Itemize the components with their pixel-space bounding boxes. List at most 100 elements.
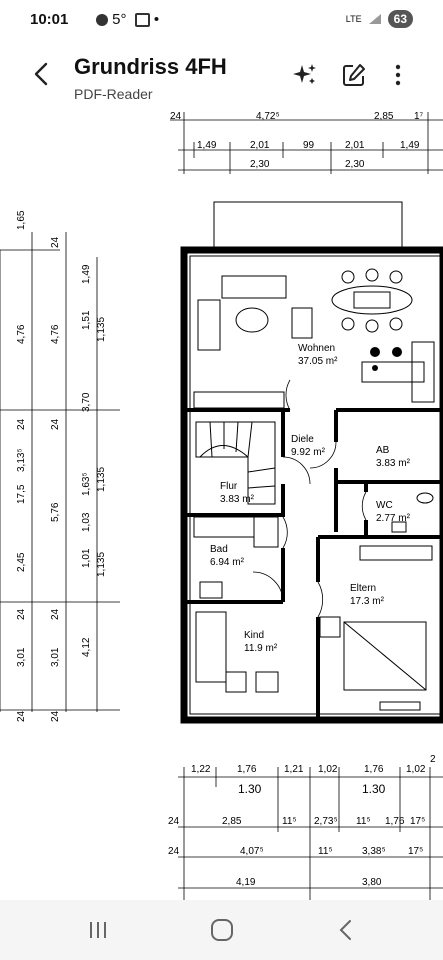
room-wohnen-area: 37.05 m² xyxy=(298,356,338,367)
room-eltern-name: Eltern xyxy=(350,583,376,594)
left2-dim-24d: 24 xyxy=(50,710,61,722)
left4-dim-1135c: 1,135 xyxy=(96,552,107,577)
battery-icon: 63 xyxy=(387,10,413,28)
room-flur-name: Flur xyxy=(220,481,238,492)
top-dim-230b: 2,30 xyxy=(345,159,365,170)
back-nav-icon[interactable] xyxy=(332,916,360,944)
room-wc-name: WC xyxy=(376,500,393,511)
bottom-dim-285: 2,85 xyxy=(222,816,242,827)
edit-icon[interactable] xyxy=(341,62,367,88)
left-dim-3135: 3,13⁵ xyxy=(16,448,27,472)
room-diele-area: 9.92 m² xyxy=(291,447,326,458)
room-diele-name: Diele xyxy=(291,434,314,445)
room-ab-name: AB xyxy=(376,445,390,456)
bottom-dim-115a: 11⁵ xyxy=(282,816,297,827)
left3-dim-151: 1,51 xyxy=(81,310,92,330)
bottom-dim-130b: 1.30 xyxy=(362,782,386,796)
bottom-dim-3385: 3,38⁵ xyxy=(362,846,386,857)
top-dim-201a: 2,01 xyxy=(250,140,270,151)
left-dim-165: 1,65 xyxy=(16,210,27,230)
top-dim-149b: 1,49 xyxy=(400,140,420,151)
bottom-dim-176a: 1,76 xyxy=(237,764,257,775)
top-dim-17: 1⁷ xyxy=(414,112,424,122)
left-dim-175: 17,5 xyxy=(16,484,27,504)
room-bad-name: Bad xyxy=(210,544,228,555)
room-ab-area: 3.83 m² xyxy=(376,458,411,469)
bottom-dim-122: 1,22 xyxy=(191,764,211,775)
room-kind-name: Kind xyxy=(244,630,264,641)
left3-dim-1635: 1,63⁵ xyxy=(81,472,92,496)
room-wohnen-name: Wohnen xyxy=(298,343,335,354)
room-bad-area: 6.94 m² xyxy=(210,557,245,568)
room-flur-area: 3.83 m² xyxy=(220,494,255,505)
bottom-dim-24b: 24 xyxy=(168,846,180,857)
bottom-dim-115c: 11⁵ xyxy=(318,846,333,857)
more-vert-icon[interactable] xyxy=(385,62,411,88)
top-dim-99: 99 xyxy=(303,140,315,151)
bottom-dim-380: 3,80 xyxy=(362,877,382,888)
left2-dim-301: 3,01 xyxy=(50,647,61,667)
left3-dim-149: 1,49 xyxy=(81,264,92,284)
top-dim-285: 2,85 xyxy=(374,112,394,122)
recent-apps-icon[interactable] xyxy=(84,916,112,944)
top-dim-24: 24 xyxy=(170,112,182,122)
left-dim-301: 3,01 xyxy=(16,647,27,667)
bottom-dim-175b: 17⁵ xyxy=(408,846,423,857)
temperature: 5° xyxy=(112,11,127,28)
left2-dim-476: 4,76 xyxy=(50,324,61,344)
left4-dim-370: 3,70 xyxy=(81,392,92,412)
bottom-dim-176b: 1,76 xyxy=(364,764,384,775)
left-dim-24a: 24 xyxy=(16,418,27,430)
system-nav-bar xyxy=(0,900,443,960)
network-label: LTE xyxy=(345,14,362,24)
bottom-dim-102a: 1,02 xyxy=(318,764,338,775)
bottom-dim-121: 1,21 xyxy=(284,764,304,775)
left4-dim-1135a: 1,135 xyxy=(96,317,107,342)
left4-dim-412: 4,12 xyxy=(81,637,92,657)
left2-dim-24b: 24 xyxy=(50,418,61,430)
pdf-viewer[interactable]: 24 4,72⁵ 2,85 1⁷ 1,49 2,01 99 2,01 1,49 … xyxy=(0,112,443,900)
top-dim-149a: 1,49 xyxy=(197,140,217,151)
left-dim-24b: 24 xyxy=(16,608,27,620)
bottom-dim-102b: 1,02 xyxy=(406,764,426,775)
screenshot-icon xyxy=(134,13,150,28)
back-button[interactable] xyxy=(28,60,56,88)
facebook-icon xyxy=(96,14,108,27)
floor-plan: 24 4,72⁵ 2,85 1⁷ 1,49 2,01 99 2,01 1,49 … xyxy=(0,112,443,900)
left-dim-24c: 24 xyxy=(16,710,27,722)
bottom-dim-2735: 2,73⁵ xyxy=(314,816,338,827)
status-time: 10:01 xyxy=(30,11,69,28)
bottom-dim-176c: 1,76 xyxy=(385,816,405,827)
bottom-dim-24a: 24 xyxy=(168,816,180,827)
signal-icon xyxy=(368,14,381,24)
status-right: LTE 63 xyxy=(346,10,413,28)
bottom-dim-130a: 1.30 xyxy=(238,782,262,796)
room-wc-area: 2.77 m² xyxy=(376,513,411,524)
bottom-dim-175a: 17⁵ xyxy=(410,816,425,827)
home-icon[interactable] xyxy=(208,916,236,944)
top-dim-472: 4,72⁵ xyxy=(256,112,280,122)
left2-dim-24a: 24 xyxy=(50,236,61,248)
left2-dim-576: 5,76 xyxy=(50,502,61,522)
room-kind-area: 11.9 m² xyxy=(244,643,278,654)
page-title: Grundriss 4FH xyxy=(74,54,227,79)
left-dim-245: 2,45 xyxy=(16,552,27,572)
status-bar: 10:01 5° • LTE 63 xyxy=(0,0,443,40)
top-dim-201b: 2,01 xyxy=(345,140,365,151)
left2-dim-24c: 24 xyxy=(50,608,61,620)
app-bar: Grundriss 4FH PDF-Reader xyxy=(0,40,443,113)
bottom-dim-419: 4,19 xyxy=(236,877,256,888)
left-dim-476: 4,76 xyxy=(16,324,27,344)
top-dim-230a: 2,30 xyxy=(250,159,270,170)
room-eltern-area: 17.3 m² xyxy=(350,596,385,607)
sparkle-icon[interactable] xyxy=(292,62,318,88)
bottom-dim-2: 2 xyxy=(430,754,436,765)
status-weather: 5° • xyxy=(96,11,159,28)
dot-icon: • xyxy=(153,11,160,28)
left3-dim-101: 1,01 xyxy=(81,548,92,568)
bottom-dim-4075: 4,07⁵ xyxy=(240,846,264,857)
left4-dim-1135b: 1,135 xyxy=(96,467,107,492)
left3-dim-103: 1,03 xyxy=(81,512,92,532)
bottom-dim-115b: 11⁵ xyxy=(356,816,371,827)
page-subtitle: PDF-Reader xyxy=(74,86,153,102)
